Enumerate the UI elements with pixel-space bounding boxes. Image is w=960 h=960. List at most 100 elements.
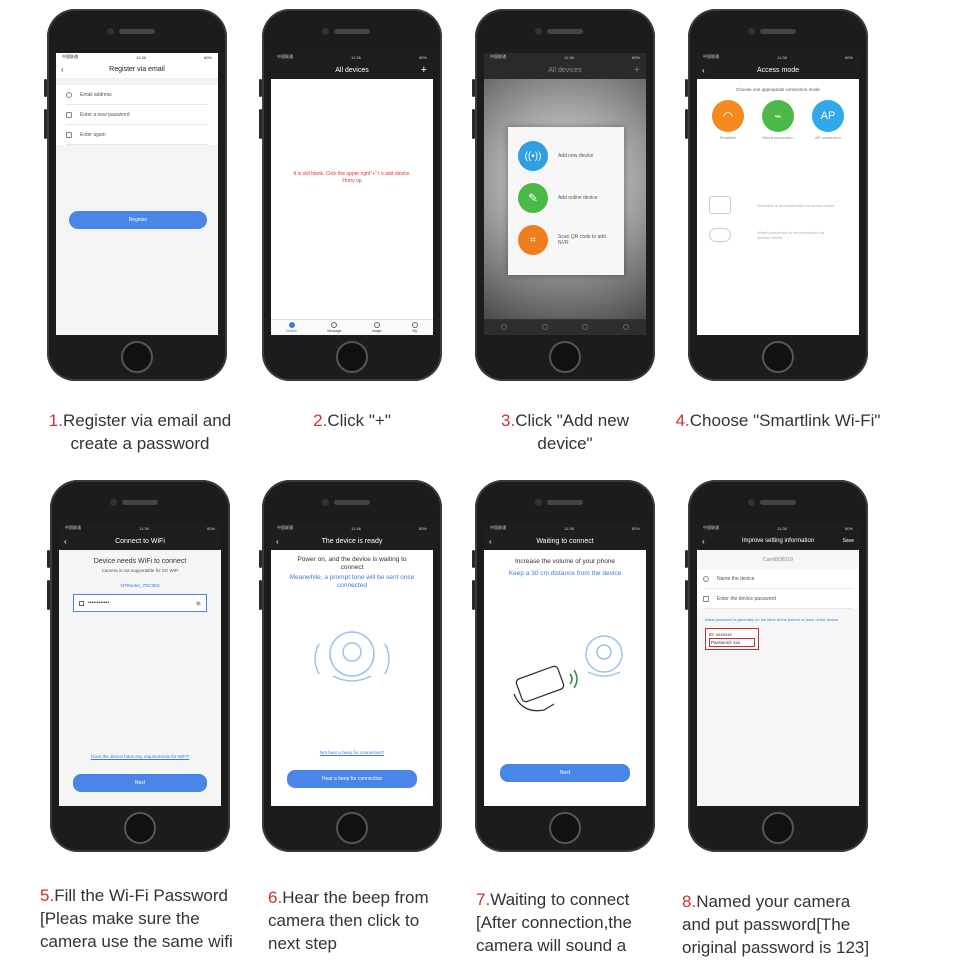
nav-bar: ‹Register via email [56, 61, 218, 79]
tab-device[interactable] [501, 324, 508, 331]
menu-item-add-online-device[interactable]: ✎ Add online device [508, 177, 624, 219]
wifi-icon: ◠ [712, 100, 744, 132]
home-button[interactable] [549, 812, 581, 844]
nav-title: Improve setting information [741, 538, 815, 544]
lock-icon [703, 595, 709, 602]
qr-scan-icon: ⌗ [518, 225, 548, 255]
password-field[interactable]: Enter a new password [66, 105, 208, 125]
home-button[interactable] [121, 341, 153, 373]
add-icon[interactable]: + [633, 64, 640, 76]
wifi-subtext: Camera is not supportable for 5G WiFi [101, 568, 179, 573]
tab-my[interactable]: My [411, 322, 418, 333]
tab-message[interactable]: Message [327, 322, 341, 333]
home-button[interactable] [124, 812, 156, 844]
wifi-password-input[interactable]: •••••••••••• ◉ [73, 594, 207, 612]
mode-wired[interactable]: ⌁ Wired connection [756, 100, 800, 140]
speaker-grille [119, 29, 155, 34]
nav-bar: ‹Access mode [697, 61, 859, 79]
device-name-field[interactable]: Name the device [703, 569, 853, 589]
nav-title: The device is ready [321, 537, 383, 545]
back-icon[interactable]: ‹ [276, 536, 279, 546]
note-wired: Wired connection is recommended for outd… [709, 228, 859, 242]
mode-prompt: Choose one appropriate connection mode [736, 87, 820, 92]
menu-item-scan-qr[interactable]: ⌗ Scan QR code to add NVR [508, 219, 624, 261]
tab-image[interactable] [582, 324, 589, 331]
speaker-grille [760, 29, 796, 34]
wifi-ssid: NTRouter_7DC9E8 [120, 583, 160, 588]
back-icon[interactable]: ‹ [489, 536, 492, 546]
password-hint: Initial password is generally on the lab… [705, 617, 839, 622]
home-button[interactable] [762, 341, 794, 373]
home-button[interactable] [762, 812, 794, 844]
menu-item-add-new-device[interactable]: ((•)) Add new device [508, 135, 624, 177]
nav-bar: ‹ Improve setting information Save [697, 532, 859, 550]
device-label-sticker: ID: xxxxxxx Password: xxx [705, 628, 759, 650]
camera-illustration [314, 631, 390, 682]
device-password-field[interactable]: Enter the device password [703, 589, 853, 609]
tab-image[interactable]: Image [372, 322, 381, 333]
mode-ap[interactable]: AP AP connection [806, 100, 850, 140]
back-icon[interactable]: ‹ [61, 65, 64, 74]
no-beep-link[interactable]: Not hear a beep for connection? [319, 750, 385, 755]
back-icon[interactable]: ‹ [702, 65, 705, 75]
hear-beep-button[interactable]: Hear a beep for connection [287, 770, 417, 788]
back-icon[interactable]: ‹ [702, 536, 705, 546]
email-field[interactable]: Email address [66, 85, 208, 105]
register-button[interactable]: Register [69, 211, 207, 229]
camera-router-icon [709, 196, 731, 214]
camera-icon [501, 324, 508, 330]
user-icon [622, 324, 629, 330]
tab-device[interactable]: Device [286, 322, 297, 333]
camera-icon [703, 575, 709, 582]
tab-bar [484, 319, 646, 335]
lock-icon [79, 600, 84, 606]
tab-bar: Device Message Image My [271, 319, 433, 335]
edit-icon: ✎ [518, 183, 548, 213]
back-icon[interactable]: ‹ [64, 536, 67, 546]
image-icon [373, 322, 380, 328]
camera-icon [288, 322, 295, 328]
next-button[interactable]: Next [500, 764, 630, 782]
ready-blue-text: Meanwhile, a prompt tone will be sent on… [289, 574, 415, 589]
ready-heading: Power on, and the device is waiting to c… [297, 556, 407, 571]
eye-icon[interactable]: ◉ [195, 600, 201, 607]
home-button[interactable] [336, 812, 368, 844]
nav-bar: ‹Connect to WiFi [59, 532, 221, 550]
image-icon [582, 324, 589, 330]
tab-message[interactable] [541, 324, 548, 331]
confirm-password-field[interactable]: Enter again [66, 125, 208, 145]
speaker-grille [760, 500, 796, 505]
nav-title: Waiting to connect [536, 537, 594, 545]
add-icon[interactable]: + [420, 64, 427, 76]
save-button[interactable]: Save [842, 538, 854, 544]
home-button[interactable] [549, 341, 581, 373]
user-icon [66, 91, 72, 98]
caption-step-7: 7.Waiting to connect[After connection,th… [476, 890, 632, 955]
home-button[interactable] [336, 341, 368, 373]
tab-my[interactable] [622, 324, 629, 331]
caption-step-5: 5.Fill the Wi-Fi Password[Pleas make sur… [40, 886, 233, 951]
caption-step-4: 4.Choose "Smartlink Wi-Fi" [675, 411, 881, 430]
nav-bar: All devices+ [271, 61, 433, 79]
wifi-requirements-link[interactable]: Does the device have any requirements fo… [90, 754, 190, 759]
speaker-grille [547, 500, 583, 505]
mode-smartlink[interactable]: ◠ Smartlink [706, 100, 750, 140]
next-button[interactable]: Next [73, 774, 207, 792]
nav-title: All devices [548, 66, 582, 74]
user-icon [411, 322, 418, 328]
message-icon [331, 322, 338, 328]
message-icon [541, 324, 548, 330]
